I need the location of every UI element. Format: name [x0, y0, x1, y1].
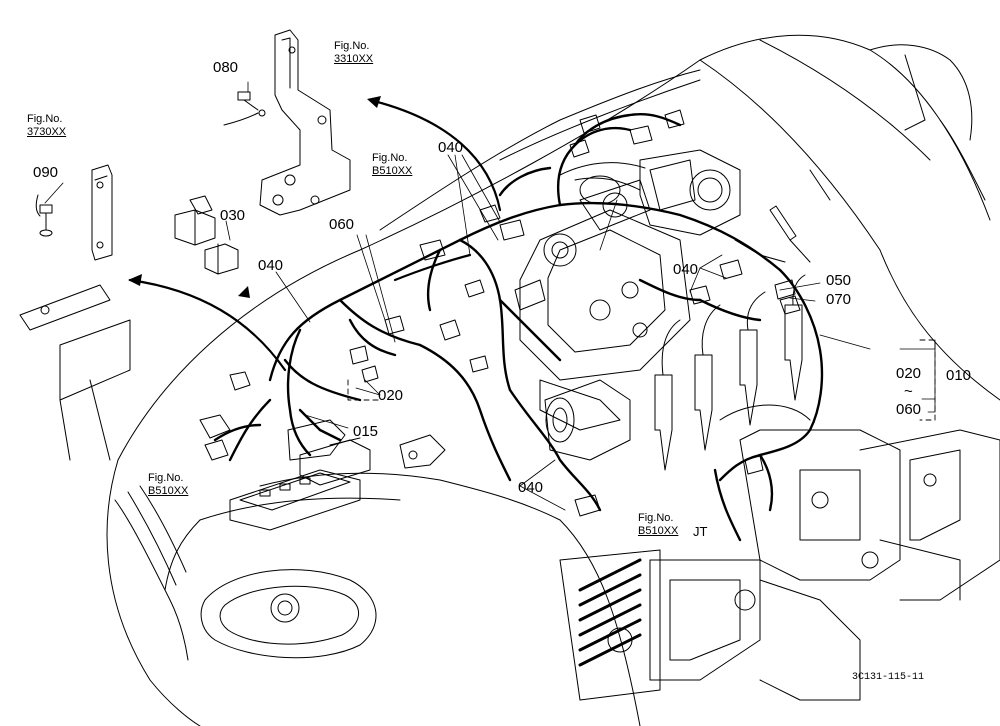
part-040-top: 040 — [438, 139, 464, 156]
figure-ref-3730XX: Fig.No. 3730XX — [27, 113, 66, 139]
hood-outline — [106, 34, 1000, 726]
part-040-right: 040 — [673, 261, 699, 278]
part-020-mid: 020 — [378, 387, 404, 404]
bracket-3730XX — [19, 164, 131, 461]
part-080: 080 — [213, 59, 239, 76]
reference-arrows — [128, 98, 502, 372]
part-040-left: 040 — [258, 257, 284, 274]
relays-030 — [174, 195, 239, 275]
leader-lines — [44, 81, 936, 511]
part-020-right: 020 — [896, 365, 922, 382]
figure-ref-label: Fig.No. — [638, 512, 674, 524]
figure-ref-number: B510XX — [148, 485, 189, 497]
bracket-3310XX — [259, 29, 351, 216]
throttle-body — [559, 149, 741, 236]
ecu-module — [199, 371, 371, 531]
part-050: 050 — [826, 272, 852, 289]
figure-ref-label: Fig.No. — [27, 113, 63, 125]
engine-block — [559, 404, 1000, 701]
part-015: 015 — [353, 423, 379, 440]
figure-ref-label: Fig.No. — [334, 40, 370, 52]
part-030: 030 — [220, 207, 246, 224]
part-090: 090 — [33, 164, 59, 181]
figure-ref-number: 3310XX — [334, 53, 374, 65]
part-060-right: 060 — [896, 401, 922, 418]
part-060: 060 — [329, 216, 355, 233]
figure-ref-label: Fig.No. — [148, 472, 184, 484]
bolts — [35, 91, 266, 237]
figure-ref-number: B510XX — [638, 525, 679, 537]
starter-motor — [544, 379, 631, 461]
drawing-code: 3C131-115-11 — [852, 672, 925, 683]
figure-ref-number: 3730XX — [27, 126, 67, 138]
figure-ref-label: Fig.No. — [372, 152, 408, 164]
grille-and-headlight — [114, 485, 377, 661]
dashed-frames — [347, 339, 936, 421]
injectors — [654, 274, 806, 471]
harness-connectors — [349, 109, 801, 517]
figure-ref-B510XX-bottom: Fig.No. B510XX — [638, 512, 678, 538]
direction-symbol: JT — [693, 524, 708, 539]
range-tilde: ~ — [904, 383, 913, 400]
figure-ref-B510XX-ecu: Fig.No. B510XX — [148, 472, 188, 498]
figure-ref-3310XX: Fig.No. 3310XX — [334, 40, 373, 66]
figure-ref-B510XX-mid: Fig.No. B510XX — [372, 152, 412, 178]
part-070: 070 — [826, 291, 852, 308]
figure-ref-number: B510XX — [372, 165, 413, 177]
injection-pump — [514, 179, 691, 431]
part-010: 010 — [946, 367, 972, 384]
arrowheads — [128, 96, 381, 298]
part-040-bottom: 040 — [518, 479, 544, 496]
wiring-harness — [213, 113, 824, 542]
